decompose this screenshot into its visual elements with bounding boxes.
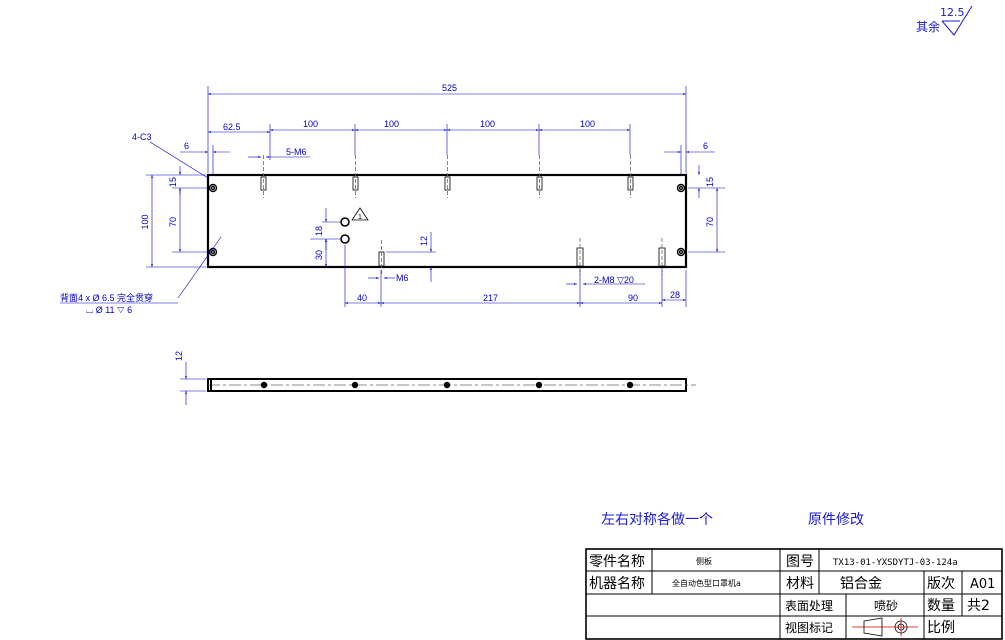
corner-holes	[208, 183, 686, 257]
dim-height-right: 70	[705, 217, 715, 227]
dim-chamfer: 4-C3	[132, 132, 152, 142]
dim-first-offset: 62.5	[223, 122, 241, 132]
dim-thread-bottom-left: M6	[396, 273, 409, 283]
dim-pitch-2: 100	[384, 119, 399, 129]
tb-material-label: 材料	[786, 576, 814, 592]
dim-hole-from-left: 40	[357, 293, 367, 303]
dim-thread-bottom-right: 2-M8 ▽20	[594, 275, 634, 285]
roughness-label: 其余	[916, 19, 940, 34]
dim-edge-right-bottom: 28	[670, 290, 680, 300]
surface-roughness-symbol: 12.5 其余	[916, 5, 973, 36]
dim-thread-top: 5-M6	[286, 147, 307, 157]
side-view: 12	[174, 351, 696, 405]
tb-surface-label: 表面处理	[785, 599, 833, 613]
note-symmetric: 左右对称各做一个	[601, 512, 713, 528]
dim-thread-depth: 12	[419, 236, 429, 246]
dim-pitch-3: 100	[480, 119, 495, 129]
tb-surface-value: 喷砂	[874, 599, 898, 613]
hole-callout-line1: 背面4 x Ø 6.5 完全贯穿	[60, 292, 153, 303]
dim-height-total: 100	[140, 214, 150, 229]
plate-outline	[206, 173, 688, 269]
bottom-threaded-holes	[378, 238, 666, 275]
tb-version-value: A01	[970, 577, 995, 592]
dim-top-offset-right: 15	[705, 177, 715, 187]
tb-drawing-no-label: 图号	[786, 554, 814, 570]
tb-quantity-label: 数量	[927, 598, 955, 614]
dim-hole-gap: 18	[314, 226, 324, 236]
dim-pitch-1: 100	[303, 119, 318, 129]
tb-machine-value: 全自动色型口罩机a	[672, 578, 741, 588]
tb-machine-label: 机器名称	[589, 576, 645, 592]
front-view: 1	[60, 83, 725, 315]
dim-side-thickness: 12	[174, 351, 184, 361]
dim-span-middle: 217	[483, 293, 498, 303]
dim-edge-left: 6	[184, 141, 189, 151]
tb-version-label: 版次	[927, 576, 955, 592]
tb-drawing-no-value: TX13-01-YXSDYTJ-03-124a	[833, 558, 958, 568]
tb-quantity-value: 共2	[967, 598, 990, 614]
middle-holes	[340, 217, 350, 244]
dim-hole-height: 30	[314, 250, 324, 260]
tb-part-name-label: 零件名称	[589, 554, 645, 570]
projection-symbol-icon	[852, 617, 918, 637]
dim-pitch-4: 100	[580, 119, 595, 129]
tb-material-value: 铝合金	[840, 576, 882, 592]
dim-height-inner: 70	[168, 217, 178, 227]
tb-view-label: 视图标记	[785, 620, 833, 635]
tb-part-name-value: 侧板	[696, 556, 712, 566]
datum-triangle	[351, 207, 369, 221]
dim-span-right: 90	[628, 293, 638, 303]
tb-scale-label: 比例	[927, 620, 955, 636]
datum-label: 1	[358, 214, 362, 221]
roughness-value: 12.5	[940, 6, 965, 19]
title-block: 零件名称 侧板 图号 TX13-01-YXSDYTJ-03-124a 机器名称 …	[585, 548, 1003, 640]
note-revision: 原件修改	[808, 512, 864, 528]
hole-callout-line2: ⌴ Ø 11 ▽ 6	[86, 305, 132, 315]
dim-top-offset-left: 15	[168, 177, 178, 187]
top-threaded-holes	[260, 155, 634, 198]
dim-overall: 525	[442, 83, 457, 93]
dim-edge-right: 6	[703, 141, 708, 151]
